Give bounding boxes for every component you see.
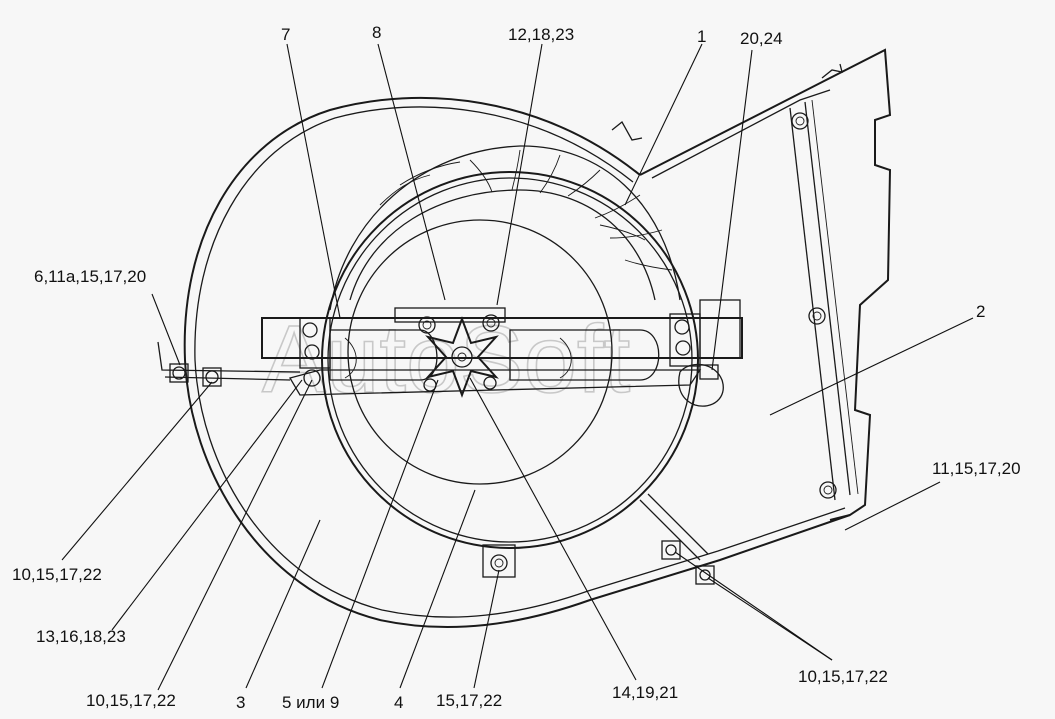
impeller-blade-arc: [349, 189, 656, 301]
callout-13-16-18-23: 13,16,18,23: [36, 627, 126, 646]
impeller-ring-inner: [327, 177, 693, 543]
motor-detail-right: [559, 337, 572, 379]
impeller-star-hub: [425, 316, 499, 398]
motor-body-right: [509, 329, 660, 381]
impeller-upper-arc: [329, 145, 681, 311]
duct-bolt-bottom: [819, 481, 837, 499]
duct-bolt-top: [791, 112, 809, 130]
duct-rail-left: [789, 107, 836, 501]
lower-right-bolts: [661, 540, 715, 585]
callout-12-18-23: 12,18,23: [508, 25, 574, 44]
callout-8: 8: [372, 23, 381, 42]
callout-7: 7: [281, 25, 290, 44]
impeller-blades: [379, 149, 673, 271]
callout-20-24: 20,24: [740, 29, 783, 48]
lower-bracket: [289, 369, 702, 396]
motor-top-strap: [394, 307, 506, 323]
duct-inner-line: [651, 89, 831, 179]
callout-1: 1: [697, 27, 706, 46]
volute-housing: [183, 96, 851, 629]
callout-14-19-21: 14,19,21: [612, 683, 678, 702]
leader-lines: [61, 43, 974, 691]
outlet-duct: [639, 48, 892, 521]
callout-10-15-17-22-bottom: 10,15,17,22: [86, 691, 176, 710]
bracket-right-tab: [699, 299, 741, 359]
callout-4: 4: [394, 693, 403, 712]
bracket-bolts: [302, 314, 691, 392]
lower-strap: [639, 493, 709, 561]
duct-rail-right: [804, 101, 851, 496]
duct-rail-edge: [811, 99, 859, 495]
callout-2: 2: [976, 302, 985, 321]
motor-bracket: [261, 317, 743, 359]
callout-3: 3: [236, 693, 245, 712]
callout-15-17-22: 15,17,22: [436, 691, 502, 710]
volute-inner-edge: [194, 106, 846, 618]
clamp-nut: [699, 364, 719, 380]
left-strap: [157, 341, 301, 381]
motor-detail-left: [344, 337, 357, 379]
callout-11-15-17-20: 11,15,17,20: [932, 459, 1021, 478]
duct-clip-top: [611, 63, 843, 141]
duct-bolt-middle: [808, 307, 826, 325]
callout-5-or-9: 5 или 9: [282, 693, 339, 712]
callout-10-15-17-22-left: 10,15,17,22: [12, 565, 102, 584]
motor-body: [329, 329, 438, 381]
callout-6-11a-15-17-20: 6,11а,15,17,20: [34, 267, 146, 286]
left-bolts: [169, 363, 222, 387]
callout-10-15-17-22-right: 10,15,17,22: [798, 667, 888, 686]
impeller-ring: [321, 171, 699, 549]
hub-plate: [347, 219, 613, 485]
